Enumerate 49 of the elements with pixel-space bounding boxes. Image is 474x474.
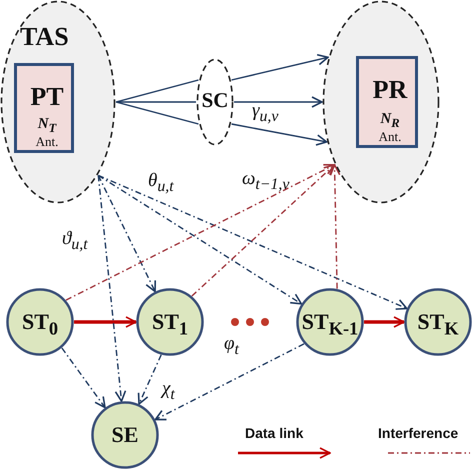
dash-dot-arrow [191, 164, 336, 297]
terminal-circle [91, 401, 159, 469]
arrow [234, 96, 323, 108]
dash-dot-arrow [98, 175, 126, 402]
dash-dot-arrow [98, 174, 302, 305]
terminal-circle [404, 288, 472, 356]
dash-dot-arrow [98, 175, 156, 292]
link-line [116, 79, 199, 103]
link-line [116, 101, 199, 125]
arrow [74, 316, 137, 328]
cluster-ellipse [0, 0, 116, 204]
antenna-label: Ant. [36, 134, 58, 150]
channel-symbol: φ$_{t}$ [224, 333, 239, 359]
channel-symbol: γ$_{u,v}$ [252, 100, 278, 126]
antenna-box [356, 56, 418, 148]
channel-symbol: ω$_{t−1,v}$ [242, 168, 290, 194]
dash-dot-arrow [138, 354, 162, 405]
dash-dot-arrow [98, 174, 408, 310]
node-label: PR [372, 75, 408, 105]
legend-label: Interference [378, 425, 458, 441]
antenna-label: Ant. [378, 129, 402, 145]
arrow [231, 123, 328, 146]
channel-symbol: χ$_{t}$ [162, 378, 175, 404]
antenna-count: N$_{T}$ [38, 116, 56, 136]
channel-symbol: ϑ$_{u,t}$ [62, 228, 88, 254]
node-label: ST$_{0}$ [22, 309, 58, 340]
antenna-count: N$_{R}$ [380, 111, 400, 131]
arrow [231, 54, 329, 81]
node-label: SE [112, 422, 138, 448]
dash-dot-arrow [328, 164, 340, 289]
terminal-circle [136, 288, 204, 356]
dash-dot-arrow [66, 164, 336, 301]
node-label: SC [202, 88, 228, 113]
dash-dot-arrow [154, 343, 304, 420]
dash-dot-arrow [61, 348, 106, 408]
node-label: PT [30, 82, 64, 112]
antenna-box [14, 63, 74, 153]
node-label: ST$_{1}$ [152, 309, 188, 340]
arrow [364, 316, 405, 328]
node-label: ST$_{K}$ [417, 309, 459, 340]
link-line [116, 101, 196, 103]
channel-symbol: θ$_{u,t}$ [148, 170, 174, 196]
terminal-circle [296, 288, 364, 356]
cluster-ellipse [322, 0, 440, 204]
node-label: TAS [20, 22, 69, 52]
node-label: ST$_{K-1}$ [302, 309, 358, 340]
scatterer-ellipse [196, 58, 234, 146]
terminal-circle [6, 288, 74, 356]
legend-label: Data link [245, 425, 304, 441]
